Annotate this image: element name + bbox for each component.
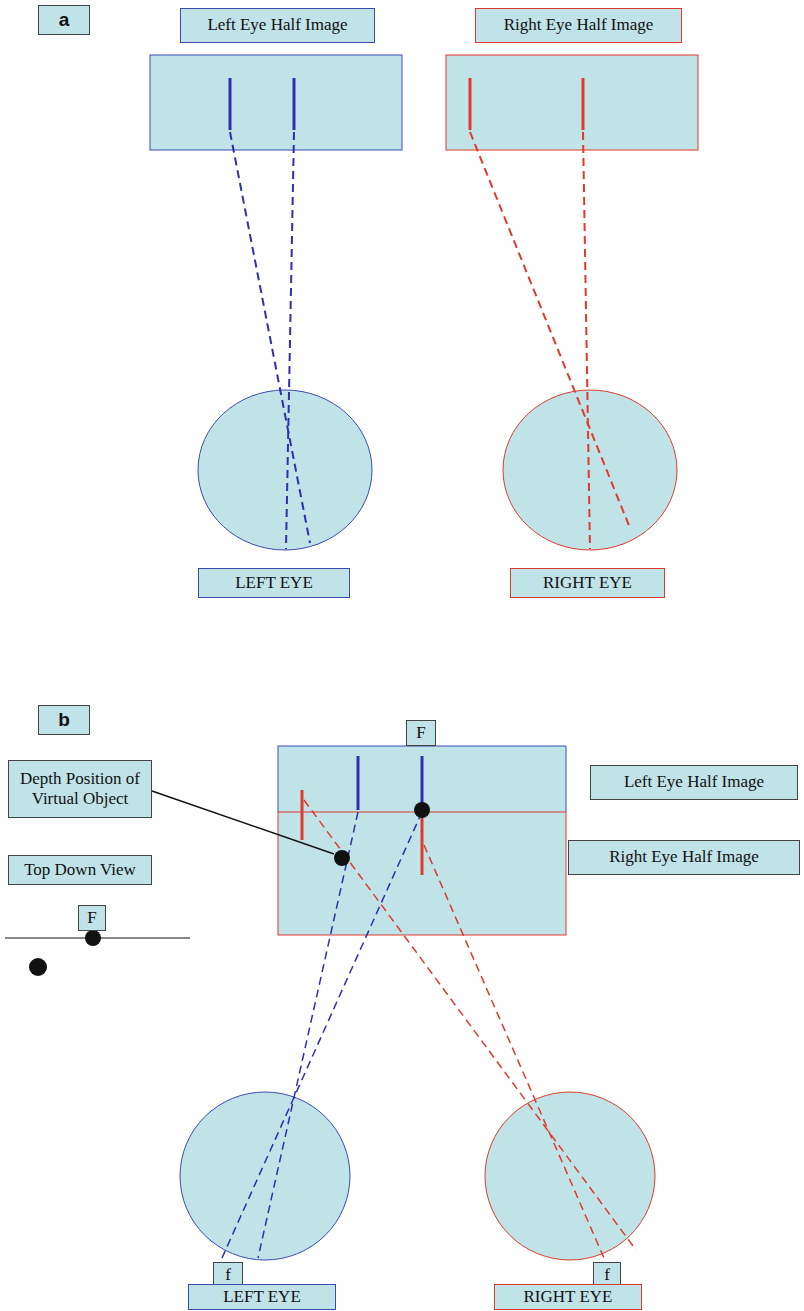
right-half-image-panel [446,55,698,150]
label-text: F [87,908,96,928]
image-label: Right Eye Half Image [568,840,800,875]
panel-letter: b [38,705,90,735]
label-text: f [225,1265,231,1285]
sight-ray [470,132,630,528]
view-label: Top Down View [8,855,152,885]
label-text: b [58,709,70,732]
sight-ray [230,132,310,543]
sight-ray [583,132,590,549]
callout-box: Depth Position of Virtual Object [8,760,152,818]
fixation-dot [85,930,101,946]
sight-ray [222,812,422,1258]
virtual-object-dot [29,958,47,976]
eye-label: RIGHT EYE [510,568,665,598]
label-text: Left Eye Half Image [624,772,764,792]
label-text: RIGHT EYE [543,573,632,593]
left-eye [180,1092,350,1260]
fused-image-panel [278,746,566,935]
sight-ray [258,812,358,1258]
panel-title: Right Eye Half Image [475,8,682,43]
right-half-image-outline [278,812,566,935]
leader-line [152,791,334,854]
image-label: Left Eye Half Image [590,765,798,800]
red-bar [582,78,585,130]
blue-bar [293,78,296,130]
right-eye [485,1092,655,1260]
label-text: Depth Position of Virtual Object [15,769,145,810]
red-bar [469,78,472,130]
fixation-dot [414,802,430,818]
eye-label: LEFT EYE [198,568,350,598]
label-text: a [59,9,70,32]
label-text: RIGHT EYE [524,1287,613,1307]
panel-title: Left Eye Half Image [180,8,375,43]
blue-bar [229,78,232,130]
virtual-object-dot [334,850,350,866]
left-half-image-panel [150,55,402,150]
sight-ray [424,845,604,1258]
label-text: LEFT EYE [223,1287,301,1307]
label-text: Right Eye Half Image [504,15,654,35]
label-text: Left Eye Half Image [207,15,347,35]
fixation-label: F [406,720,436,746]
label-text: f [604,1265,610,1285]
blue-bar [421,756,424,810]
label-text: F [416,723,425,743]
label-text: Right Eye Half Image [609,847,759,867]
red-bar [301,790,304,840]
fixation-label: F [78,905,106,931]
sight-ray [286,132,294,549]
label-text: Top Down View [24,860,136,880]
eye-label: LEFT EYE [188,1284,336,1310]
blue-bar [357,756,360,810]
red-bar [421,812,424,875]
eye-label: RIGHT EYE [494,1284,642,1310]
panel-letter: a [38,5,90,35]
label-text: LEFT EYE [235,573,313,593]
